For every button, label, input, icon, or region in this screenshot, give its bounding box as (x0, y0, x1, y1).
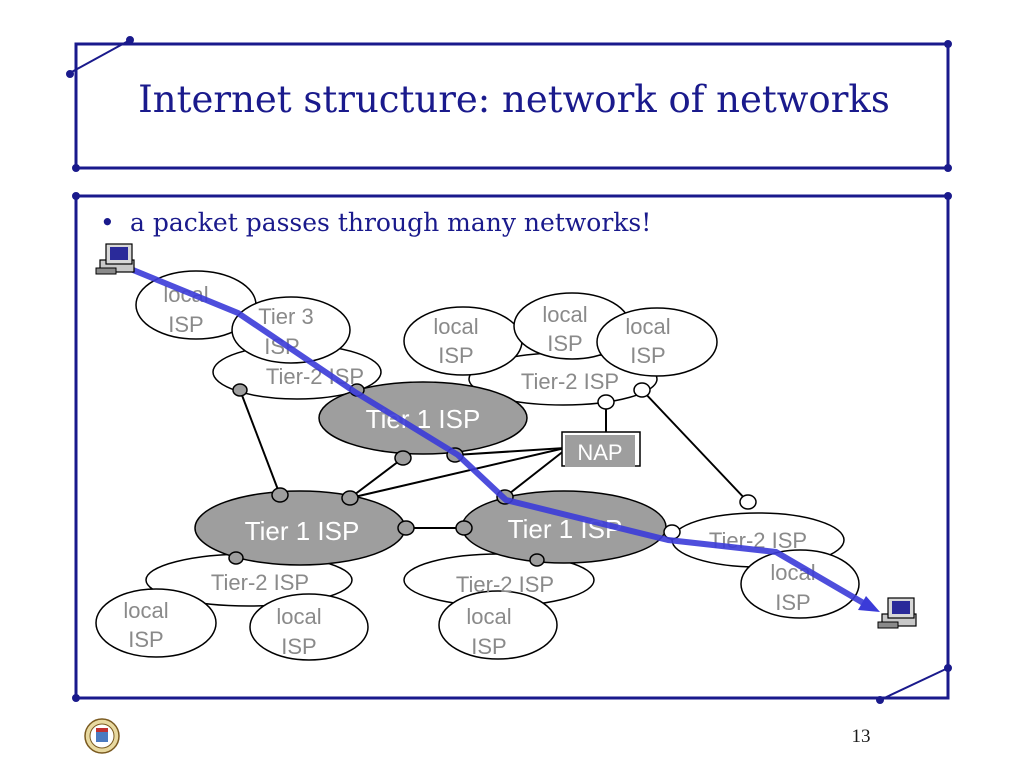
local-isp-label: local (625, 314, 670, 339)
tier1-isp-label: Tier 1 ISP (508, 514, 623, 544)
local-isp-label: local (433, 314, 478, 339)
router-nodes (228, 382, 757, 567)
local-isp-label: ISP (438, 343, 473, 368)
local-isp-oval (740, 549, 860, 619)
local-isp-label: ISP (281, 634, 316, 659)
local-isp-oval (95, 588, 217, 658)
local-isp-label: local (466, 604, 511, 629)
tier3-isp-oval (231, 296, 351, 364)
tier2-isp-label: Tier-2 ISP (456, 572, 554, 597)
network-ovals (95, 270, 860, 661)
bullet-item: • a packet passes through many networks! (100, 208, 651, 237)
local-isp-label: ISP (128, 627, 163, 652)
nap-label: NAP (577, 440, 622, 465)
university-logo (84, 718, 120, 754)
local-isp-label: local (123, 598, 168, 623)
local-isp-label: local (542, 302, 587, 327)
local-isp-label: local (276, 604, 321, 629)
title-frame (66, 36, 952, 172)
local-isp-label: ISP (471, 634, 506, 659)
local-isp-oval (249, 593, 369, 661)
packet-path (130, 267, 875, 611)
computer-icon (95, 243, 135, 275)
local-isp-label: ISP (630, 343, 665, 368)
packet-arrowhead (858, 596, 880, 612)
slide-title: Internet structure: network of networks (138, 78, 890, 121)
content-frame (72, 192, 952, 704)
link-lines (239, 389, 749, 529)
tier3-isp-label: Tier 3 (258, 304, 313, 329)
tier2-isp-label: Tier-2 ISP (521, 369, 619, 394)
labels-light: local ISP Tier 3 ISP Tier-2 ISP local IS… (123, 282, 815, 659)
computer-icon (877, 597, 917, 629)
tier2-isp-label: Tier-2 ISP (211, 570, 309, 595)
page-number: 13 (851, 726, 871, 747)
bullet-icon: • (100, 208, 115, 237)
local-isp-label: ISP (168, 312, 203, 337)
nap-box (561, 431, 641, 467)
local-isp-oval (596, 307, 718, 377)
bullet-text: a packet passes through many networks! (130, 208, 652, 237)
local-isp-label: ISP (775, 590, 810, 615)
labels-white: Tier 1 ISP Tier 1 ISP Tier 1 ISP NAP (245, 404, 623, 546)
tier1-ovals (194, 381, 667, 566)
local-isp-oval (438, 590, 558, 660)
local-isp-label: ISP (547, 331, 582, 356)
tier1-isp-label: Tier 1 ISP (245, 516, 360, 546)
